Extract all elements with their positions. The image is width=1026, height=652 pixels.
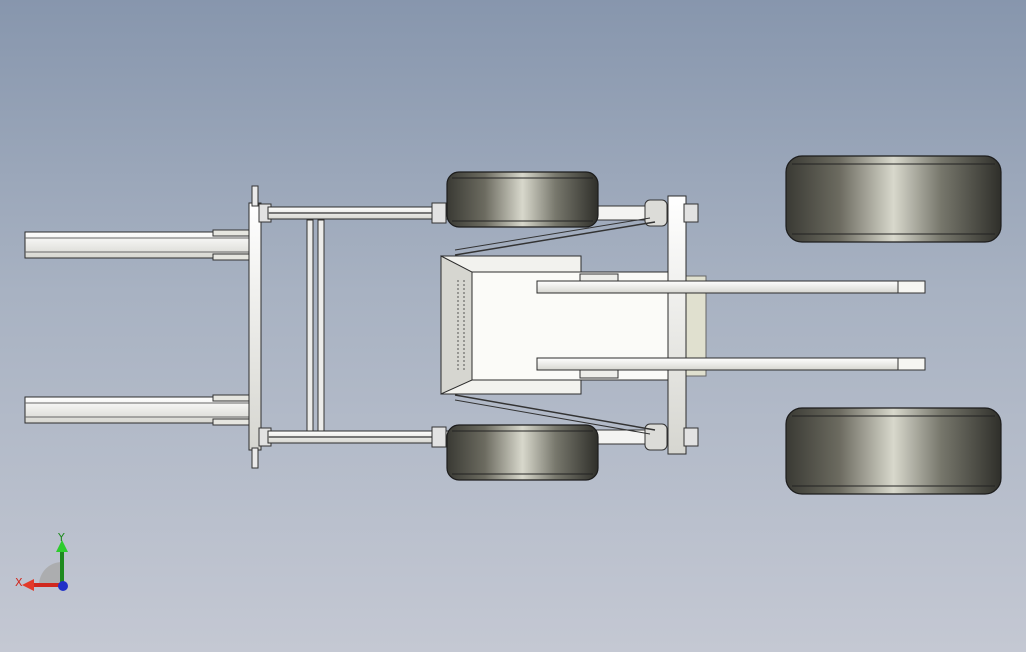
lift-arm-upper[interactable] [536,280,926,294]
diagonal-braces [454,217,656,435]
coordinate-triad: X Y [10,530,80,600]
rear-wheel-lower[interactable] [785,407,1002,495]
front-wheel-upper[interactable] [446,171,599,228]
lift-arm-lower[interactable] [536,357,926,371]
front-wheel-lower[interactable] [446,424,599,481]
x-axis-label: X [15,576,23,589]
y-axis-label: Y [58,531,65,544]
rear-fork-arm-upper[interactable] [24,229,256,261]
bucket[interactable] [440,255,707,395]
rear-fork-arm-lower[interactable] [24,394,256,426]
triad-icon [22,540,68,591]
rear-wheel-upper[interactable] [785,155,1002,243]
cross-frame[interactable] [248,185,325,469]
axle-beam[interactable] [667,195,699,455]
